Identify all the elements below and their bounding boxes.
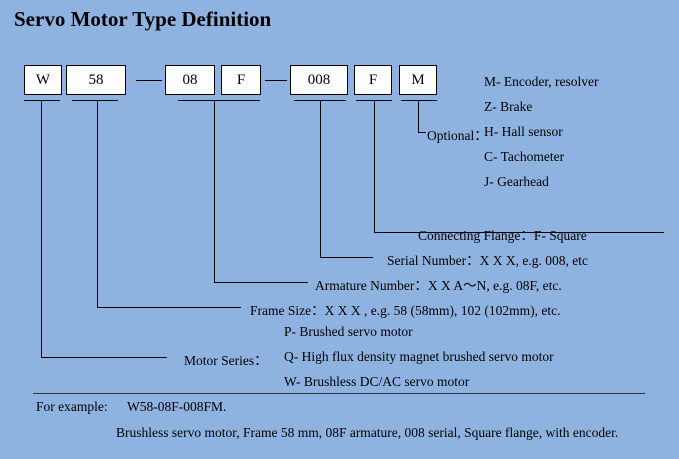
leader-line-optional	[418, 101, 419, 132]
code-box-optional: M	[399, 65, 437, 95]
leader-line-serial	[320, 101, 321, 257]
optional-label: Optional：	[427, 128, 488, 143]
serial-number-definition: Serial Number：X X X, e.g. 008, etc	[387, 253, 588, 268]
motor-series-option-q: Q- High flux density magnet brushed serv…	[284, 349, 554, 364]
optional-item-gearhead: J- Gearhead	[484, 174, 549, 189]
code-underline	[178, 100, 260, 101]
code-underline	[72, 100, 118, 101]
code-underline	[401, 100, 437, 101]
code-box-flange: F	[354, 65, 392, 95]
optional-item-encoder: M- Encoder, resolver	[484, 74, 599, 89]
motor-series-option-p: P- Brushed servo motor	[284, 324, 413, 339]
leader-line-optional	[418, 132, 426, 133]
code-dash	[265, 80, 287, 81]
separator-line	[33, 393, 645, 394]
leader-line-flange	[374, 101, 375, 232]
code-box-frame: 58	[66, 65, 126, 95]
leader-line-armature	[214, 101, 215, 282]
example-description: Brushless servo motor, Frame 58 mm, 08F …	[116, 425, 619, 440]
code-box-armature-letter: F	[221, 65, 261, 95]
optional-item-brake: Z- Brake	[484, 99, 533, 114]
code-underline	[294, 100, 346, 101]
leader-line-armature	[214, 282, 308, 283]
leader-line-frame	[97, 307, 241, 308]
code-underline	[24, 100, 60, 101]
motor-series-option-w: W- Brushless DC/AC servo motor	[284, 374, 470, 389]
frame-size-definition: Frame Size：X X X , e.g. 58 (58mm), 102 (…	[250, 303, 561, 318]
code-dash	[136, 80, 162, 81]
optional-item-tachometer: C- Tachometer	[484, 149, 565, 164]
example-label: For example:	[36, 399, 108, 414]
code-box-serial: 008	[290, 65, 348, 95]
code-box-series: W	[24, 65, 62, 95]
leader-line-flange	[374, 232, 664, 233]
optional-item-hall-sensor: H- Hall sensor	[484, 124, 563, 139]
motor-series-label: Motor Series：	[184, 353, 268, 368]
connecting-flange-definition: Connecting Flange：F- Square	[418, 228, 587, 243]
leader-line-series	[41, 101, 42, 357]
page-title: Servo Motor Type Definition	[14, 7, 272, 31]
leader-line-serial	[320, 257, 373, 258]
code-box-armature: 08	[165, 65, 215, 95]
code-underline	[356, 100, 392, 101]
armature-number-definition: Armature Number：X X A～N, e.g. 08F, etc.	[315, 278, 562, 293]
leader-line-frame	[97, 101, 98, 307]
example-code: W58-08F-008FM.	[127, 399, 227, 414]
leader-line-series	[41, 357, 167, 358]
